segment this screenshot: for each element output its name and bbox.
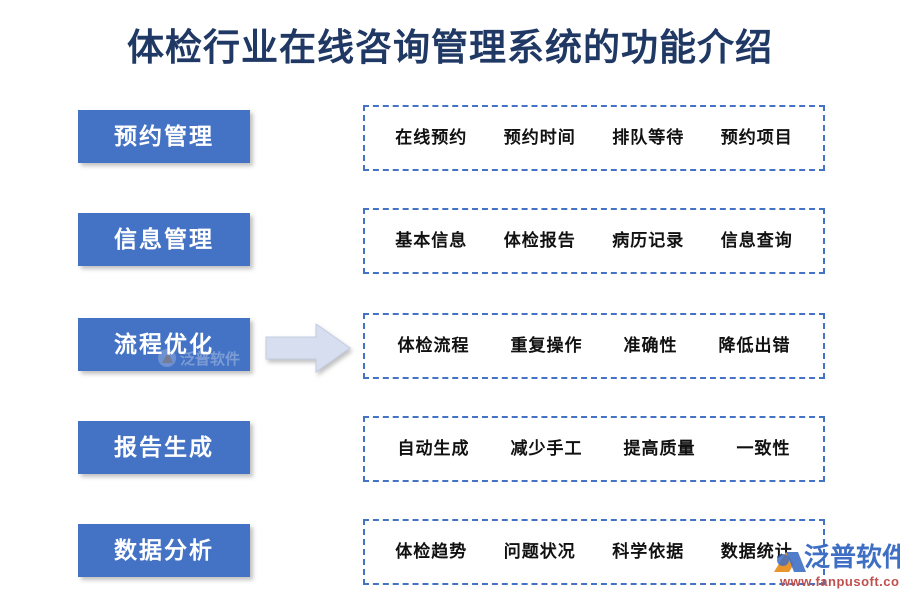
feature-row: 信息管理 基本信息 体检报告 病历记录 信息查询 <box>0 208 900 278</box>
category-box[interactable]: 信息管理 <box>78 213 250 266</box>
category-box[interactable]: 流程优化泛普软件 <box>78 318 250 371</box>
category-label: 流程优化 <box>114 331 214 357</box>
feature-item[interactable]: 重复操作 <box>510 336 583 355</box>
category-box[interactable]: 报告生成 <box>78 421 250 474</box>
category-box[interactable]: 预约管理 <box>78 110 250 163</box>
page-title: 体检行业在线咨询管理系统的功能介绍 <box>127 28 773 69</box>
feature-items-group: 体检趋势 问题状况 科学依据 数据统计 <box>363 519 825 585</box>
feature-item[interactable]: 预约时间 <box>503 128 576 147</box>
feature-item[interactable]: 体检报告 <box>503 231 576 250</box>
feature-item[interactable]: 降低出错 <box>718 336 791 355</box>
feature-item[interactable]: 在线预约 <box>395 128 468 147</box>
category-box[interactable]: 数据分析 <box>78 524 250 577</box>
feature-item[interactable]: 基本信息 <box>395 231 468 250</box>
right-arrow-icon <box>265 323 351 373</box>
feature-items-group: 自动生成 减少手工 提高质量 一致性 <box>363 416 825 482</box>
feature-item[interactable]: 病历记录 <box>612 231 685 250</box>
category-label: 数据分析 <box>114 537 214 563</box>
feature-item[interactable]: 数据统计 <box>720 542 793 561</box>
feature-item[interactable]: 问题状况 <box>503 542 576 561</box>
feature-item[interactable]: 一致性 <box>736 439 791 458</box>
feature-item[interactable]: 自动生成 <box>397 439 470 458</box>
feature-row: 数据分析 体检趋势 问题状况 科学依据 数据统计 <box>0 519 900 589</box>
feature-items-group: 体检流程 重复操作 准确性 降低出错 <box>363 313 825 379</box>
feature-row: 流程优化泛普软件 体检流程 重复操作 准确性 降低出错 <box>0 313 900 383</box>
feature-item[interactable]: 排队等待 <box>612 128 685 147</box>
feature-item[interactable]: 减少手工 <box>510 439 583 458</box>
feature-row: 报告生成 自动生成 减少手工 提高质量 一致性 <box>0 416 900 486</box>
category-label: 报告生成 <box>114 434 214 460</box>
feature-item[interactable]: 体检流程 <box>397 336 470 355</box>
feature-item[interactable]: 预约项目 <box>720 128 793 147</box>
feature-item[interactable]: 体检趋势 <box>395 542 468 561</box>
feature-item[interactable]: 信息查询 <box>720 231 793 250</box>
feature-item[interactable]: 科学依据 <box>612 542 685 561</box>
category-label: 预约管理 <box>114 123 214 149</box>
feature-row: 预约管理 在线预约 预约时间 排队等待 预约项目 <box>0 105 900 175</box>
feature-items-group: 基本信息 体检报告 病历记录 信息查询 <box>363 208 825 274</box>
feature-item[interactable]: 准确性 <box>623 336 678 355</box>
feature-items-group: 在线预约 预约时间 排队等待 预约项目 <box>363 105 825 171</box>
category-label: 信息管理 <box>114 226 214 252</box>
feature-item[interactable]: 提高质量 <box>623 439 696 458</box>
